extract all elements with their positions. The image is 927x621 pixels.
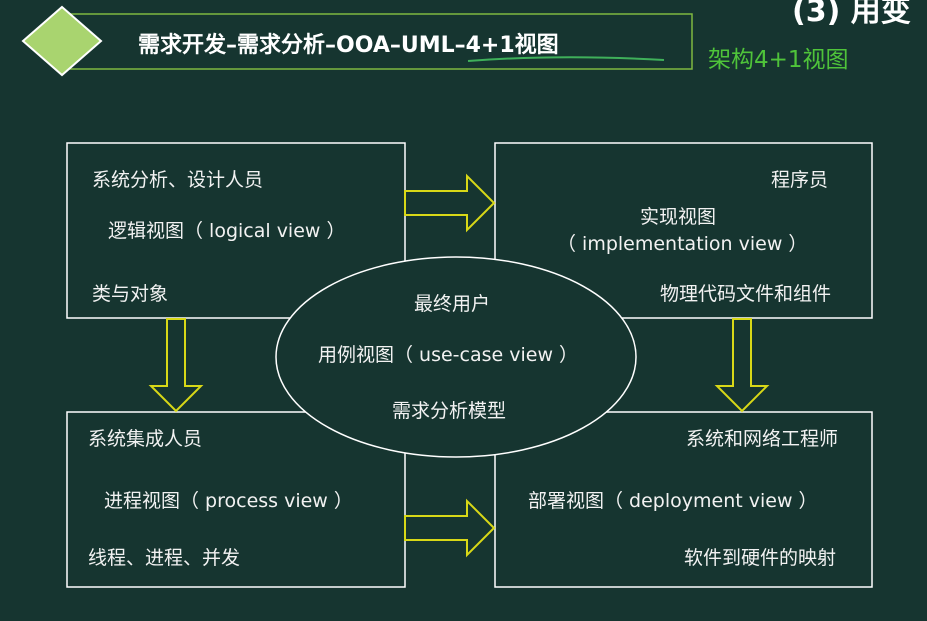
process-concern: 线程、进程、并发 — [88, 547, 241, 569]
usecase-view-name: 用例视图（ use-case view ） — [318, 344, 579, 366]
usecase-view-ellipse — [275, 256, 637, 458]
arrow-implementation-to-deployment — [714, 318, 770, 413]
arrow-logical-to-process — [148, 318, 204, 413]
deployment-concern: 软件到硬件的映射 — [684, 547, 837, 569]
logical-concern: 类与对象 — [92, 283, 169, 305]
arrow-process-to-deployment — [404, 498, 496, 558]
title-diamond-icon — [21, 5, 103, 77]
logical-role: 系统分析、设计人员 — [92, 169, 264, 191]
process-view-box — [66, 411, 406, 588]
logical-view-box — [66, 142, 406, 319]
deployment-role: 系统和网络工程师 — [686, 428, 839, 450]
corner-heading-fragment: (3) 用变 — [792, 0, 911, 29]
implementation-concern: 物理代码文件和组件 — [660, 283, 832, 305]
implementation-view-english: （ implementation view ） — [557, 233, 808, 255]
process-role: 系统集成人员 — [88, 428, 203, 450]
implementation-view-box — [494, 142, 873, 319]
usecase-concern: 需求分析模型 — [392, 400, 507, 422]
implementation-view-name: 实现视图 — [640, 206, 717, 228]
arrow-logical-to-implementation — [404, 173, 496, 233]
title-underline — [467, 56, 665, 62]
deployment-view-box — [494, 411, 873, 588]
process-view-name: 进程视图（ process view ） — [104, 490, 353, 512]
implementation-role: 程序员 — [771, 169, 829, 191]
usecase-role: 最终用户 — [414, 293, 491, 315]
page-title: 需求开发–需求分析–OOA–UML–4+1视图 — [138, 33, 559, 58]
logical-view-name: 逻辑视图（ logical view ） — [108, 220, 346, 242]
deployment-view-name: 部署视图（ deployment view ） — [528, 490, 818, 512]
architecture-label: 架构4+1视图 — [708, 47, 849, 73]
